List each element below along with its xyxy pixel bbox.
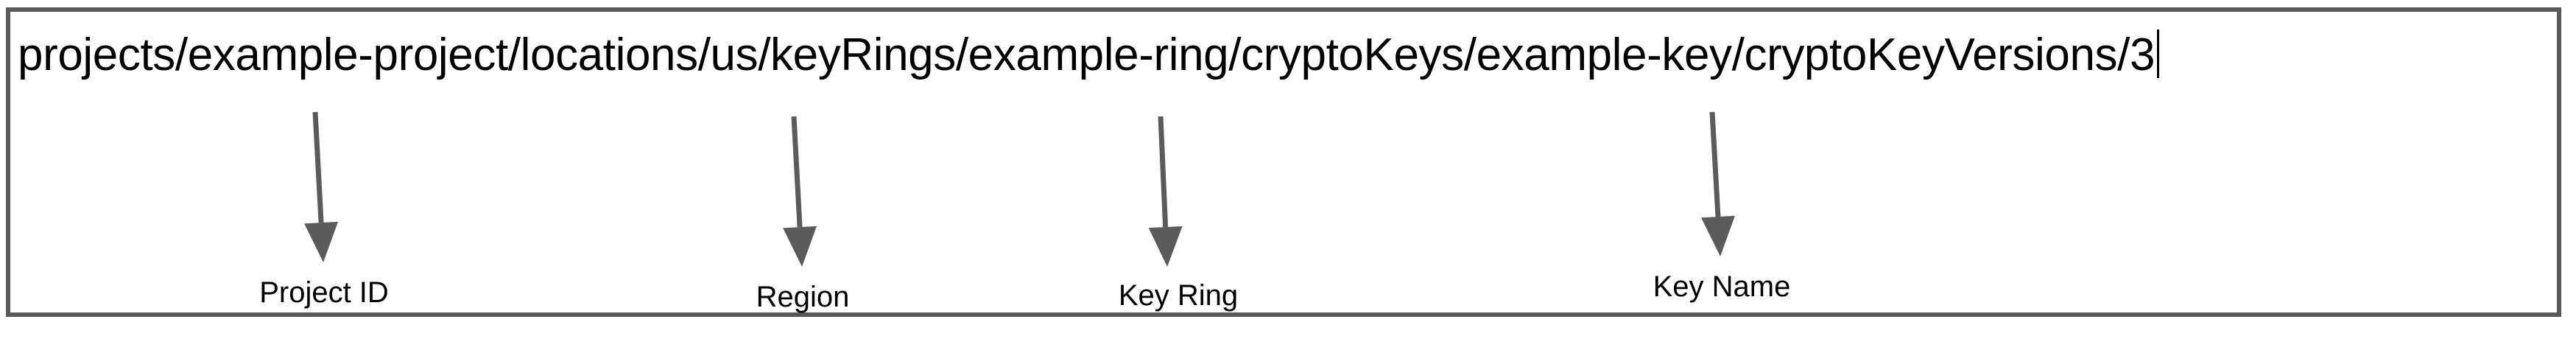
annotation-label-key-ring: Key Ring — [1118, 279, 1239, 312]
text-cursor-caret — [2157, 29, 2160, 78]
resource-path-text[interactable]: projects/example-project/locations/us/ke… — [18, 29, 2156, 80]
annotation-label-region: Region — [756, 281, 850, 313]
diagram-frame — [6, 7, 2561, 317]
annotation-label-key-name: Key Name — [1653, 270, 1791, 303]
annotation-label-project-id: Project ID — [259, 276, 389, 309]
